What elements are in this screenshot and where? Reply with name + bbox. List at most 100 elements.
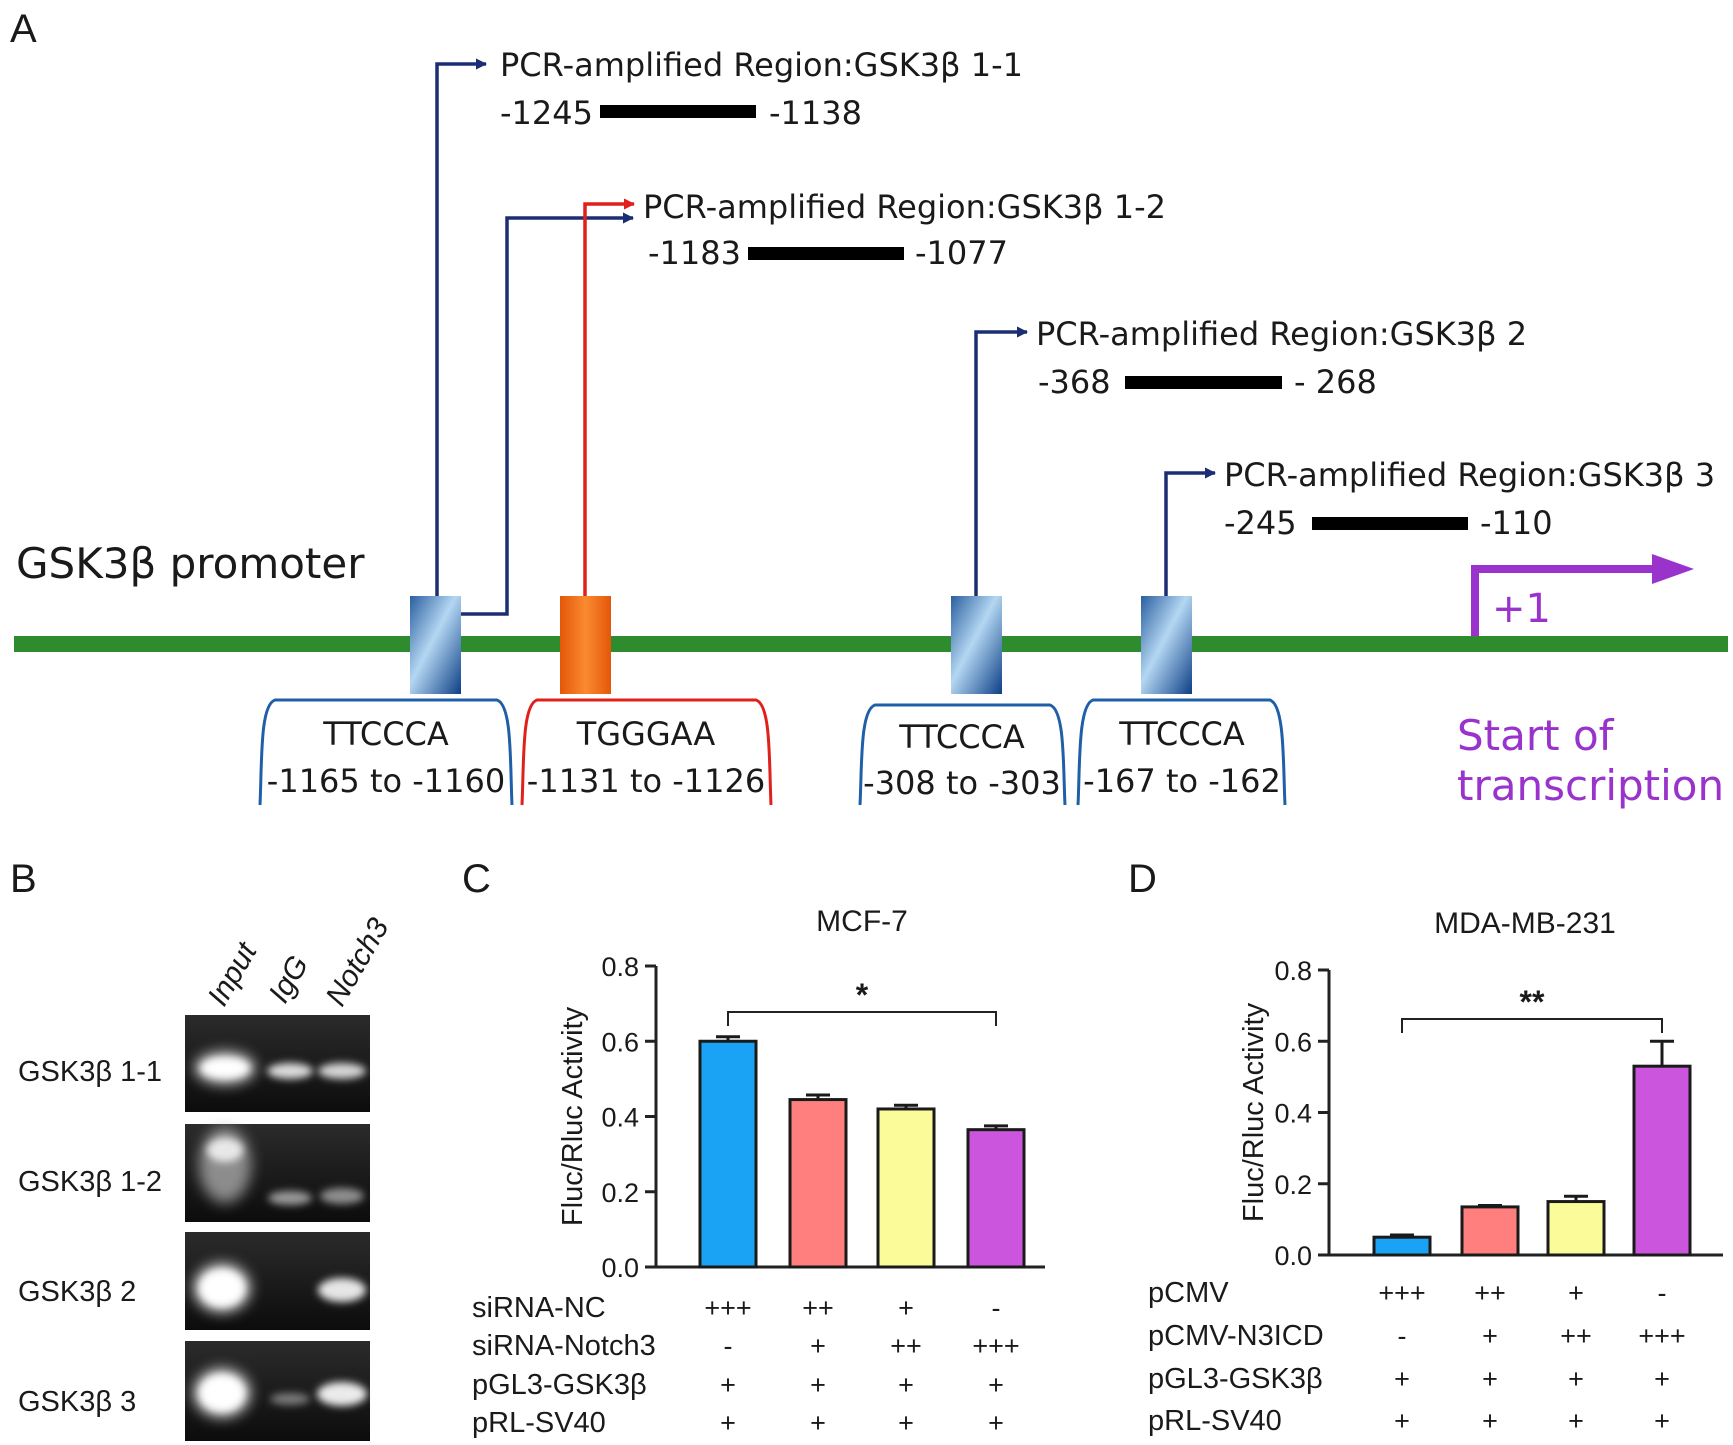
site-range-2: -1131 to -1126 xyxy=(527,762,765,800)
tss-label: +1 xyxy=(1492,586,1551,632)
pcr-region-1-1: PCR-amplified Region:GSK3β 1-1 -1245 -11… xyxy=(500,46,1023,132)
gel-image-4 xyxy=(185,1341,370,1441)
gel-row-label-4: GSK3β 3 xyxy=(18,1386,136,1418)
condition-level: ++ xyxy=(1560,1321,1592,1351)
condition-label: pGL3-GSK3β xyxy=(1148,1363,1323,1395)
panel-label-c: C xyxy=(462,857,491,901)
condition-level: + xyxy=(1482,1406,1498,1436)
y-axis-label: Fluc/Rluc Activity xyxy=(1238,1002,1270,1222)
condition-level: + xyxy=(810,1408,826,1438)
condition-label: pCMV-N3ICD xyxy=(1148,1320,1324,1352)
region-end: -1138 xyxy=(769,94,862,132)
condition-label: pCMV xyxy=(1148,1277,1229,1309)
pcr-region-3: PCR-amplified Region:GSK3β 3 -245 -110 xyxy=(1224,456,1715,542)
y-axis-label: Fluc/Rluc Activity xyxy=(557,1006,589,1226)
site-range-4: -167 to -162 xyxy=(1083,762,1281,800)
region-bar xyxy=(600,105,756,118)
condition-label: pGL3-GSK3β xyxy=(472,1369,647,1401)
gel-image-3 xyxy=(185,1232,370,1330)
y-tick-label: 0.6 xyxy=(601,1027,639,1057)
bracket-site-1 xyxy=(258,698,514,806)
y-tick-label: 0.8 xyxy=(1274,956,1312,986)
condition-level: + xyxy=(1482,1321,1498,1351)
condition-level: + xyxy=(1394,1364,1410,1394)
condition-label: siRNA-NC xyxy=(472,1292,606,1324)
region-start: -1183 xyxy=(648,234,741,272)
condition-level: + xyxy=(898,1408,914,1438)
connector-region-1-2-blue xyxy=(460,212,635,616)
site-range-3: -308 to -303 xyxy=(863,764,1061,802)
bar xyxy=(966,1128,1026,1269)
bar xyxy=(1546,1200,1606,1257)
gel-lane-input: Input xyxy=(201,936,264,1012)
connector-region-1-1 xyxy=(435,58,488,600)
condition-label: pRL-SV40 xyxy=(472,1407,606,1439)
condition-level: - xyxy=(1658,1278,1667,1308)
significance-marker: ** xyxy=(1520,984,1545,1020)
tss-caption-line-1: Start of xyxy=(1457,711,1615,760)
significance-marker: * xyxy=(856,977,869,1013)
condition-level: + xyxy=(1654,1406,1670,1436)
condition-level: + xyxy=(720,1408,736,1438)
condition-level: ++ xyxy=(890,1331,922,1361)
gel-row-label-3: GSK3β 2 xyxy=(18,1276,136,1308)
condition-level: + xyxy=(720,1370,736,1400)
region-label: PCR-amplified Region:GSK3β 2 xyxy=(1036,315,1527,353)
tss-caption-line-2: transcription xyxy=(1457,761,1724,810)
condition-level: + xyxy=(898,1370,914,1400)
condition-level: + xyxy=(988,1370,1004,1400)
site-brackets xyxy=(258,698,1287,806)
promoter-label: GSK3β promoter xyxy=(16,539,365,588)
region-start: -1245 xyxy=(500,94,593,132)
binding-site-box-3 xyxy=(951,596,1002,694)
condition-level: +++ xyxy=(972,1331,1019,1361)
region-bar xyxy=(1312,517,1468,530)
gel-image-1 xyxy=(185,1015,370,1112)
bar xyxy=(698,1039,758,1269)
condition-level: + xyxy=(898,1293,914,1323)
connector-lines xyxy=(435,58,1217,616)
region-start: -368 xyxy=(1038,363,1111,401)
condition-level: +++ xyxy=(704,1293,751,1323)
bar xyxy=(1460,1205,1520,1257)
site-seq-4: TTCCCA xyxy=(1118,715,1245,753)
condition-level: + xyxy=(1568,1406,1584,1436)
condition-level: + xyxy=(810,1370,826,1400)
condition-level: + xyxy=(1568,1278,1584,1308)
condition-level: - xyxy=(1398,1321,1407,1351)
chart-title: MDA-MB-231 xyxy=(1434,907,1616,940)
condition-level: - xyxy=(724,1331,733,1361)
panel-label-d: D xyxy=(1128,857,1157,901)
panel-label-a: A xyxy=(10,7,37,51)
y-tick-label: 0.2 xyxy=(1274,1170,1312,1200)
condition-level: +++ xyxy=(1378,1278,1425,1308)
connector-region-3 xyxy=(1164,467,1217,600)
y-tick-label: 0.0 xyxy=(601,1253,639,1283)
bracket-site-4 xyxy=(1076,698,1287,806)
gel-row-label-2: GSK3β 1-2 xyxy=(18,1166,162,1198)
promoter-line xyxy=(14,636,1728,652)
region-end: - 268 xyxy=(1294,363,1377,401)
bracket-site-3 xyxy=(858,703,1067,806)
condition-level: + xyxy=(810,1331,826,1361)
significance-bracket xyxy=(727,1011,997,1026)
y-tick-label: 0.4 xyxy=(1274,1099,1312,1129)
binding-site-box-4 xyxy=(1141,596,1192,694)
region-end: -110 xyxy=(1480,504,1553,542)
bar xyxy=(1372,1235,1432,1257)
region-start: -245 xyxy=(1224,504,1297,542)
gel-image-2 xyxy=(185,1124,370,1222)
region-bar xyxy=(1125,376,1282,389)
region-bar xyxy=(748,247,904,260)
y-tick-label: 0.6 xyxy=(1274,1027,1312,1057)
site-seq-3: TTCCCA xyxy=(898,718,1025,756)
condition-level: + xyxy=(1394,1406,1410,1436)
site-seq-1: TTCCCA xyxy=(322,715,449,753)
bar xyxy=(1632,1064,1692,1257)
y-tick-label: 0.0 xyxy=(1274,1241,1312,1271)
panel-label-b: B xyxy=(10,857,37,901)
condition-level: + xyxy=(1482,1364,1498,1394)
gel-row-label-1: GSK3β 1-1 xyxy=(18,1056,162,1088)
